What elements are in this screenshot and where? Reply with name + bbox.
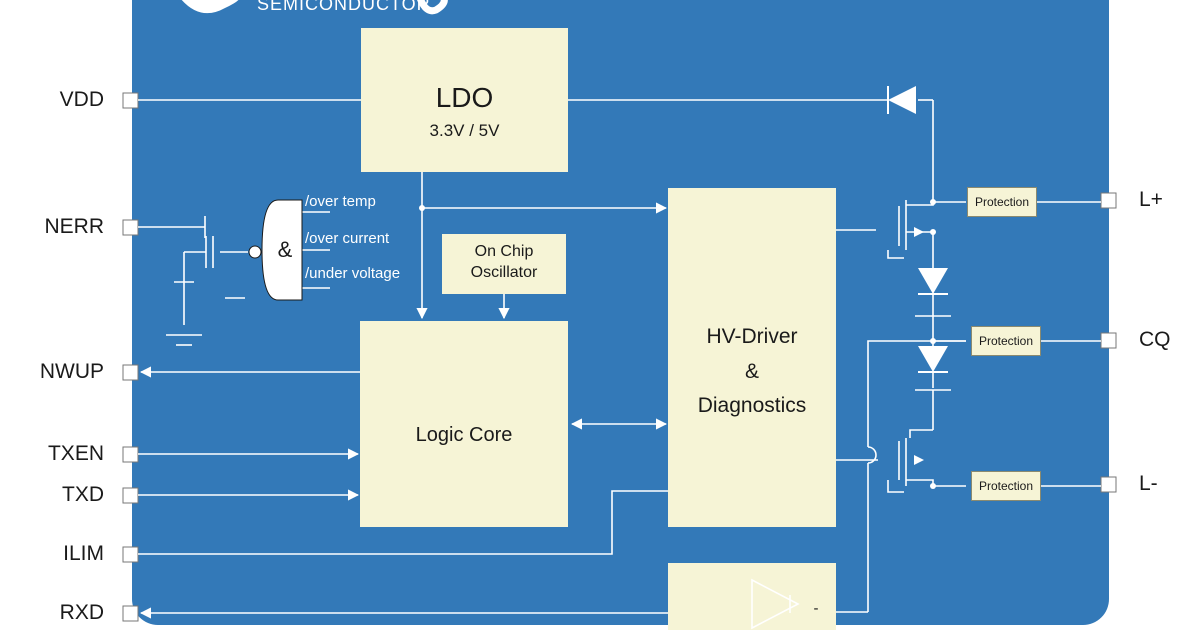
hv-driver-line3: Diagnostics xyxy=(697,394,807,417)
protection-lplus: Protection xyxy=(967,187,1037,217)
flag-over-current: /over current xyxy=(305,230,390,247)
left-pin-squares xyxy=(122,92,139,622)
pin-label-txen: TXEN xyxy=(47,442,104,465)
oscillator-block xyxy=(442,234,566,294)
logo-mark xyxy=(181,0,239,14)
and-gate-symbol: & xyxy=(277,237,293,262)
flag-under-voltage: /under voltage xyxy=(305,265,401,282)
protection-cq: Protection xyxy=(971,326,1041,356)
logic-core-title: Logic Core xyxy=(415,424,513,446)
ldo-subtitle: 3.3V / 5V xyxy=(429,121,500,140)
logo-letter xyxy=(417,0,448,15)
pin-label-rxd: RXD xyxy=(59,601,104,624)
junction-dots xyxy=(419,199,936,489)
pin-label-ilim: ILIM xyxy=(63,542,104,565)
oscillator-line1: On Chip xyxy=(474,243,534,260)
vdd-diode xyxy=(888,86,916,114)
comparator-minus: - xyxy=(813,600,819,617)
logic-core-block xyxy=(360,321,568,527)
high-side-fet-arrow xyxy=(914,227,924,237)
pin-label-lplus: L+ xyxy=(1139,188,1163,211)
and-gate xyxy=(261,199,303,301)
pin-label-cq: CQ xyxy=(1139,328,1171,351)
protection-lminus: Protection xyxy=(971,471,1041,501)
lower-clamp-diode xyxy=(918,346,948,372)
hv-driver-block xyxy=(668,188,836,527)
low-side-fet-arrow xyxy=(914,455,924,465)
chip-body xyxy=(132,0,1109,625)
and-gate-inverter xyxy=(248,245,262,259)
upper-clamp-diode xyxy=(918,268,948,294)
pin-label-lminus: L- xyxy=(1139,472,1158,495)
pin-label-vdd: VDD xyxy=(59,88,104,111)
pin-label-nerr: NERR xyxy=(44,215,104,238)
ldo-block xyxy=(361,28,568,172)
pin-label-txd: TXD xyxy=(62,483,104,506)
ldo-title: LDO xyxy=(435,82,494,113)
pin-label-nwup: NWUP xyxy=(39,360,104,383)
hv-driver-line1: HV-Driver xyxy=(706,325,798,348)
hv-driver-line2: & xyxy=(744,360,759,383)
flag-over-temp: /over temp xyxy=(305,193,376,210)
logo-text: SEMICONDUCTOR xyxy=(257,0,431,14)
oscillator-line2: Oscillator xyxy=(470,264,538,281)
right-pin-squares xyxy=(1100,192,1117,493)
